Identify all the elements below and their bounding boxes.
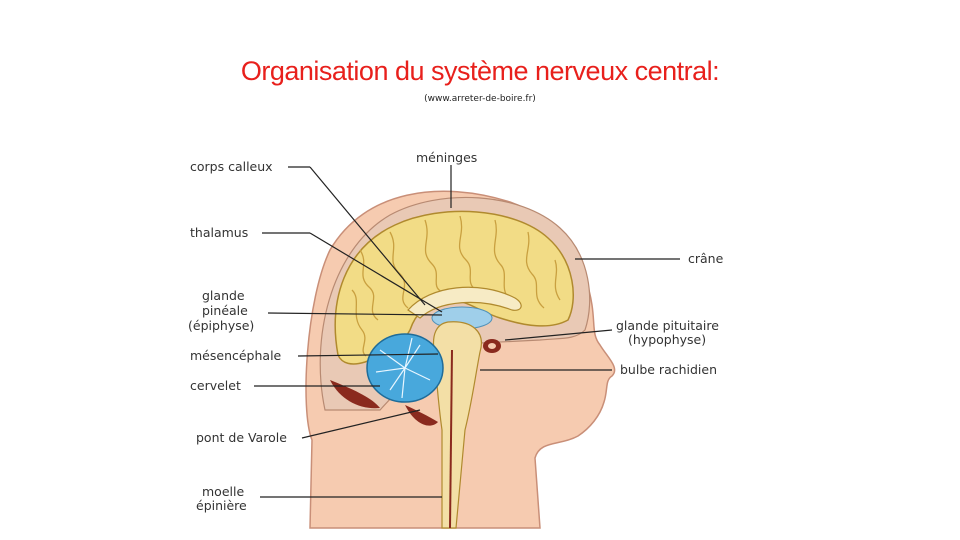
- brain-diagram: corps calleux méninges thalamus crâne gl…: [188, 150, 724, 529]
- slide-title: Organisation du système nerveux central:: [240, 56, 720, 86]
- label-glande-pineale-2: pinéale: [202, 303, 248, 318]
- label-pont-de-varole: pont de Varole: [196, 430, 287, 445]
- label-moelle-1: moelle: [202, 484, 244, 499]
- label-cervelet: cervelet: [190, 378, 241, 393]
- label-mesencephale: mésencéphale: [190, 348, 282, 363]
- hypophyse-shape: [483, 339, 501, 353]
- label-glande-pineale-1: glande: [202, 288, 245, 303]
- brainstem-shape: [432, 321, 482, 529]
- pointer-lines: [254, 165, 680, 498]
- sinus-region: [405, 405, 438, 426]
- label-meninges: méninges: [416, 150, 477, 165]
- cerebral-artery-region: [330, 380, 380, 409]
- label-moelle-2: épinière: [196, 498, 247, 513]
- label-corps-calleux: corps calleux: [190, 159, 273, 174]
- label-thalamus: thalamus: [190, 225, 248, 240]
- label-glande-pineale-3: (épiphyse): [188, 318, 254, 333]
- label-glande-pituitaire-2: (hypophyse): [628, 332, 706, 347]
- spinal-canal: [449, 349, 453, 529]
- corps-calleux-shape: [407, 286, 522, 319]
- label-glande-pituitaire-1: glande pituitaire: [616, 318, 719, 333]
- cortex-folds: [351, 215, 561, 357]
- cervelet-shape: [366, 333, 444, 403]
- source-caption: (www.arreter-de-boire.fr): [424, 94, 536, 104]
- label-bulbe-rachidien: bulbe rachidien: [620, 362, 717, 377]
- label-crane: crâne: [688, 251, 724, 266]
